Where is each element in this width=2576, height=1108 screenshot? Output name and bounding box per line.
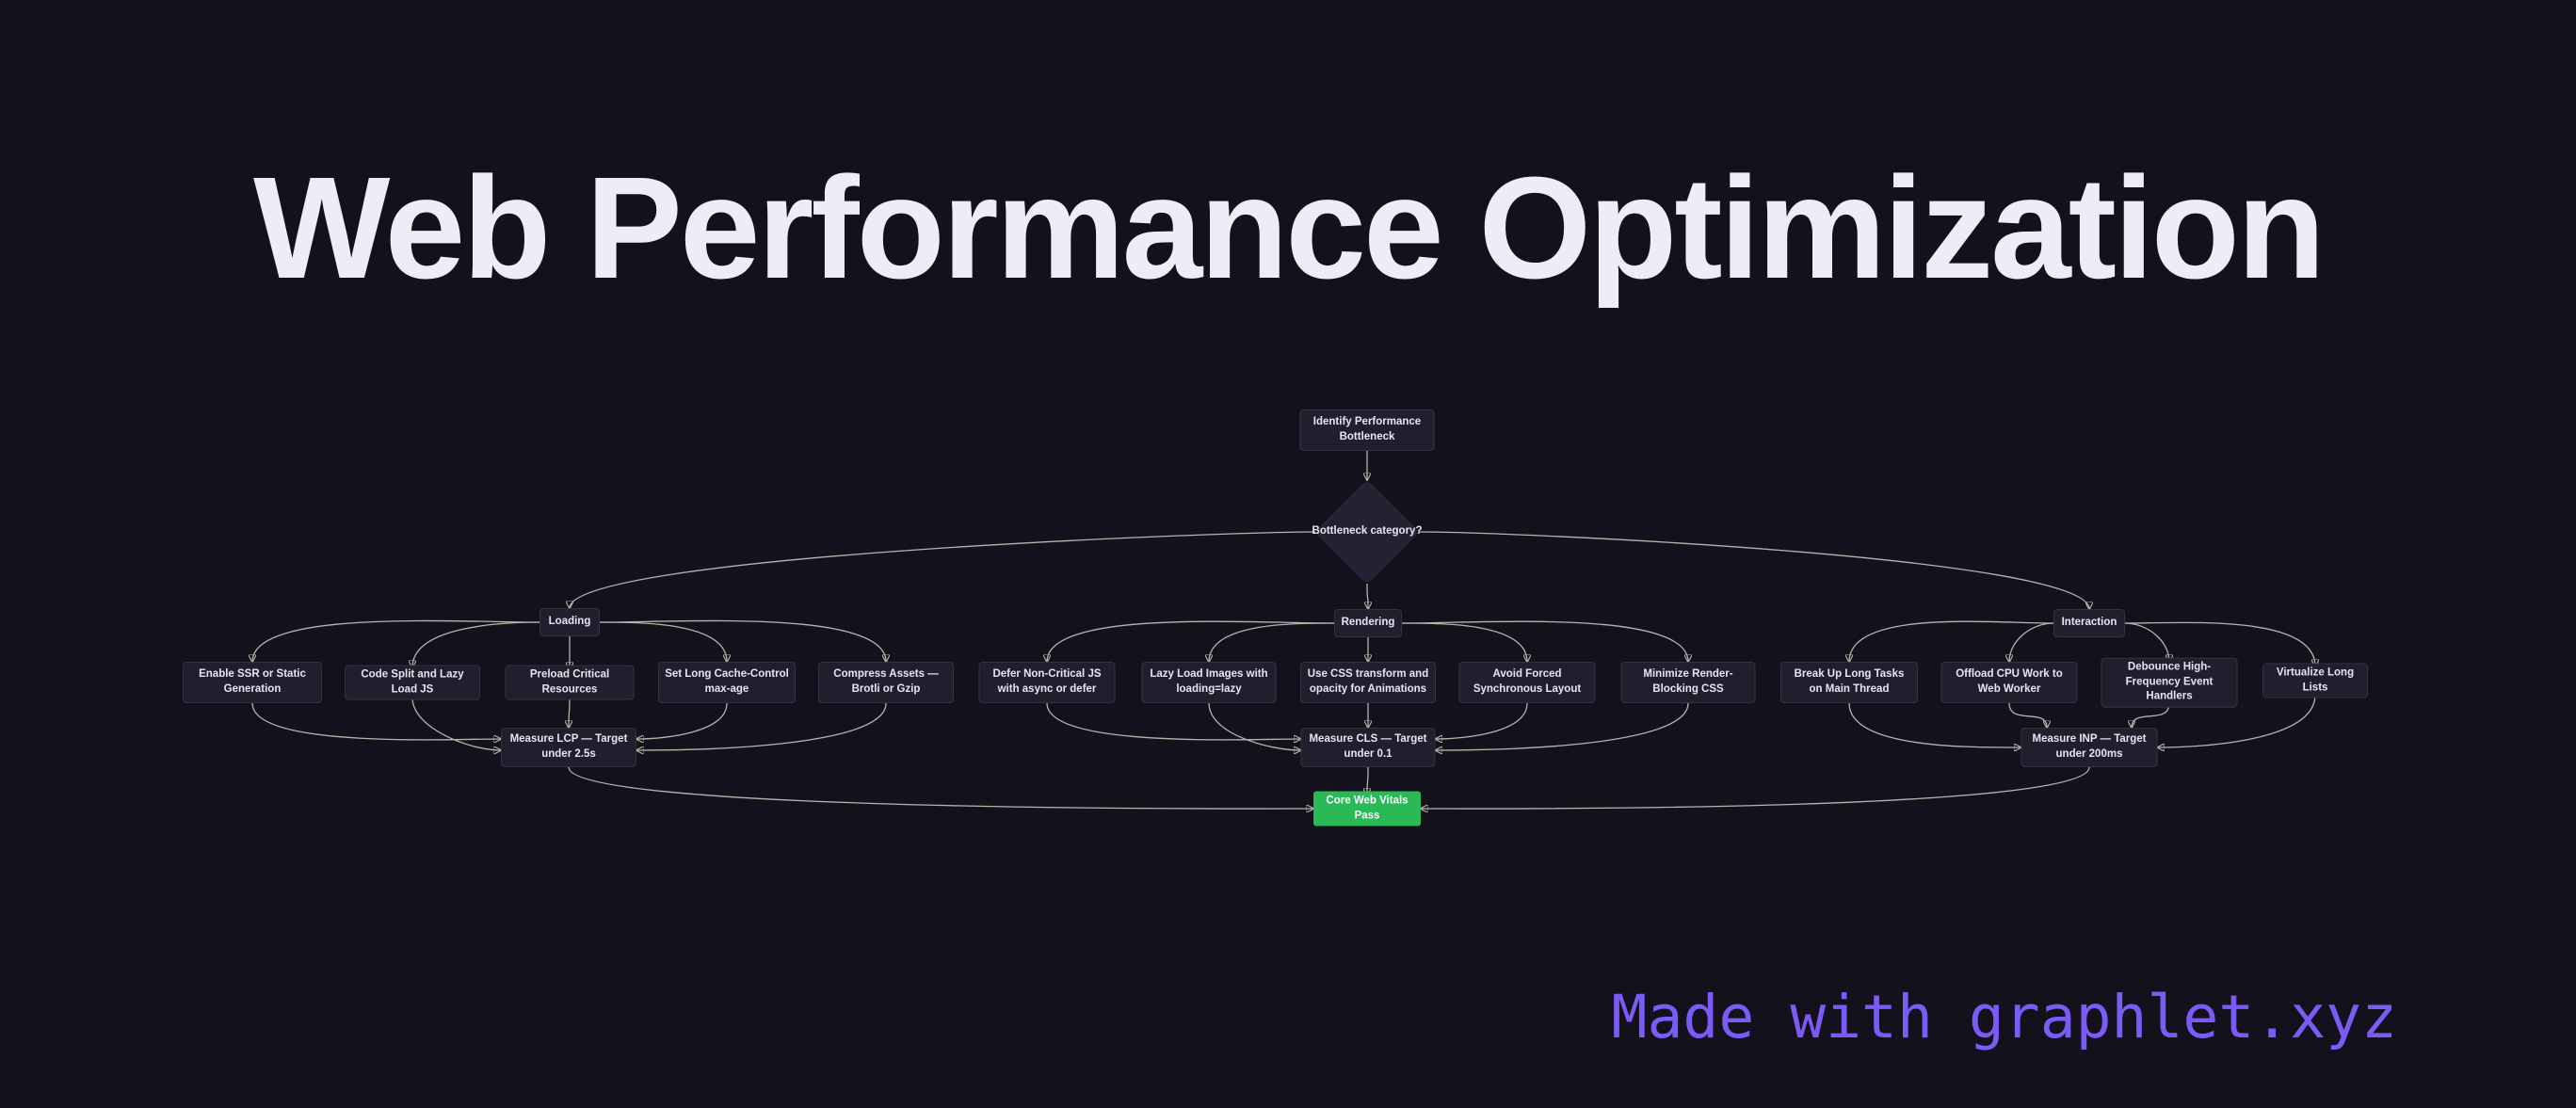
node-webworker: Offload CPU Work to Web Worker: [1940, 662, 2078, 703]
node-lcp: Measure LCP — Target under 2.5s: [501, 728, 636, 767]
node-rendering: Rendering: [1334, 609, 1402, 637]
footer-credit: Made with graphlet.xyz: [1611, 983, 2397, 1052]
node-inp: Measure INP — Target under 200ms: [2021, 728, 2158, 767]
node-compress: Compress Assets — Brotli or Gzip: [818, 662, 954, 703]
edge-rendering-to-defer: [1047, 620, 1335, 662]
node-defer: Defer Non-Critical JS with async or defe…: [978, 662, 1116, 703]
node-cls: Measure CLS — Target under 0.1: [1300, 728, 1436, 767]
node-preload: Preload Critical Resources: [505, 665, 635, 700]
edge-ssr-to-lcp: [251, 702, 501, 740]
edge-inp-to-pass: [1421, 766, 2090, 809]
node-lazyimg: Lazy Load Images with loading=lazy: [1141, 662, 1277, 703]
edge-preload-to-lcp: [569, 695, 570, 728]
node-pass: Core Web Vitals Pass: [1313, 791, 1421, 827]
node-renderblocking: Minimize Render-Blocking CSS: [1620, 662, 1756, 703]
edge-virtualize-to-inp: [2158, 694, 2316, 747]
edge-cache-to-lcp: [636, 702, 728, 739]
node-loading: Loading: [539, 608, 600, 636]
node-codesplit: Code Split and Lazy Load JS: [345, 665, 480, 700]
edge-loading-to-ssr: [252, 619, 540, 662]
edge-rendering-to-renderblocking: [1401, 620, 1688, 662]
node-ssr: Enable SSR or Static Generation: [183, 662, 322, 703]
edge-lcp-to-pass: [568, 766, 1313, 809]
node-virtualize: Virtualize Long Lists: [2262, 663, 2368, 699]
edge-loading-to-codesplit: [412, 621, 540, 667]
node-forcedlayout: Avoid Forced Synchronous Layout: [1458, 662, 1596, 703]
edge-compress-to-lcp: [636, 702, 887, 750]
node-interaction: Interaction: [2053, 609, 2125, 637]
edge-lazyimg-to-cls: [1208, 702, 1301, 750]
node-identify: Identify Performance Bottleneck: [1299, 409, 1435, 451]
edge-renderblocking-to-cls: [1436, 702, 1689, 750]
edge-loading-to-compress: [599, 619, 886, 662]
node-csstransform: Use CSS transform and opacity for Animat…: [1300, 662, 1436, 703]
edge-category-to-loading: [570, 531, 1316, 608]
edge-interaction-to-longtasks: [1849, 620, 2054, 662]
edge-interaction-to-virtualize: [2124, 621, 2315, 666]
edge-category-to-rendering: [1367, 583, 1368, 609]
edge-defer-to-cls: [1046, 702, 1301, 740]
node-longtasks: Break Up Long Tasks on Main Thread: [1780, 662, 1918, 703]
page-title: Web Performance Optimization: [253, 147, 2326, 309]
edge-forcedlayout-to-cls: [1436, 702, 1528, 739]
edge-loading-to-cache: [599, 621, 727, 662]
edge-rendering-to-lazyimg: [1209, 622, 1335, 662]
node-cache: Set Long Cache-Control max-age: [658, 662, 796, 703]
edge-webworker-to-inp: [2008, 702, 2047, 728]
node-debounce: Debounce High-Frequency Event Handlers: [2101, 657, 2238, 708]
node-category: Bottleneck category?: [1312, 525, 1423, 538]
edge-debounce-to-inp: [2132, 702, 2170, 728]
edge-rendering-to-forcedlayout: [1401, 622, 1527, 662]
edge-longtasks-to-inp: [1848, 702, 2021, 747]
edge-interaction-to-webworker: [2009, 622, 2054, 662]
edge-interaction-to-debounce: [2124, 622, 2169, 662]
edge-category-to-interaction: [1418, 531, 2089, 609]
edge-codesplit-to-lcp: [411, 697, 501, 750]
